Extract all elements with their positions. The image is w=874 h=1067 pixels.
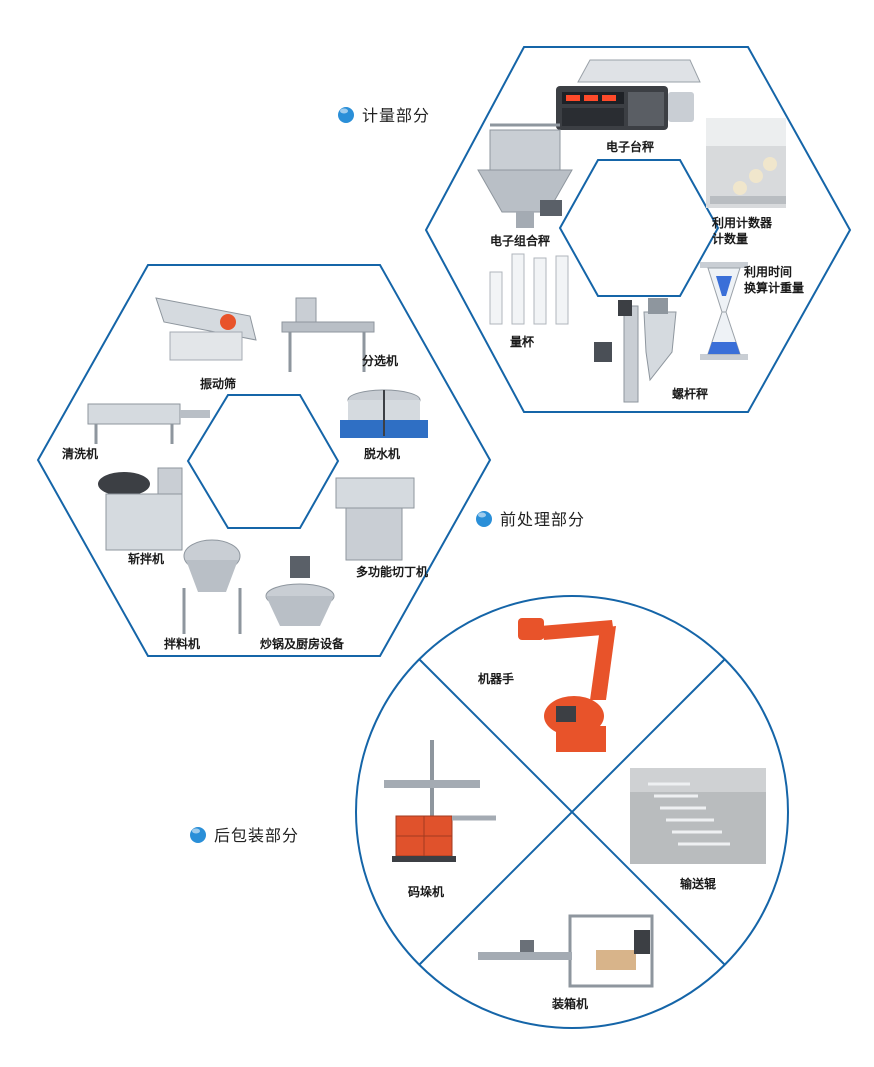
- vibrating-sieve-label: 振动筛: [200, 376, 236, 391]
- preprocessing-outer-hexagon: [36, 264, 492, 657]
- dicer-image: [335, 477, 415, 561]
- washer-image: [87, 403, 210, 444]
- chopper-label: 斩拌机: [128, 551, 164, 566]
- robot-arm-label: 机器手: [478, 671, 514, 686]
- measuring-inner-hexagon: [558, 159, 720, 297]
- dewatering-image: [340, 389, 428, 438]
- cylinder-label: 量杯: [510, 334, 535, 349]
- dicer-label: 多功能切丁机: [356, 564, 428, 579]
- time-label-line2: 换算计重量: [744, 280, 804, 295]
- palletizer-image: [384, 740, 496, 862]
- counting-label-line2: 计数量: [712, 231, 748, 246]
- hourglass-image: [700, 262, 748, 360]
- robot-arm-image: [518, 618, 616, 752]
- measuring-section-title: 计量部分: [362, 106, 430, 125]
- mixer-label: 拌料机: [164, 636, 200, 651]
- mixer-image: [182, 539, 242, 634]
- platform-scale-label: 电子台秤: [606, 139, 654, 154]
- time-label-line1: 利用时间: [744, 264, 792, 279]
- chopper-image: [98, 467, 183, 551]
- counting-label-line1: 利用计数器: [712, 215, 773, 230]
- screw-scale-image: [594, 298, 677, 403]
- preprocessing-inner-hexagon: [186, 394, 340, 529]
- counting-conveyor-image: [706, 118, 786, 208]
- vibrating-sieve-image: [155, 297, 257, 361]
- wok-image: [265, 556, 335, 626]
- packaging-divider-2: [418, 658, 726, 966]
- roller-label: 输送辊: [680, 876, 716, 891]
- packaging-section-title: 后包装部分: [214, 826, 299, 845]
- dewatering-label: 脱水机: [364, 446, 400, 461]
- case-packer-label: 装箱机: [551, 996, 588, 1011]
- multihead-weigher-image: [477, 123, 573, 228]
- roller-conveyor-image: [630, 768, 766, 864]
- platform-scale-image: [556, 59, 701, 130]
- sorter-image: [281, 297, 375, 372]
- washer-label: 清洗机: [62, 446, 98, 461]
- palletizer-label: 码垛机: [408, 884, 444, 899]
- screw-scale-label: 螺杆秤: [672, 386, 708, 401]
- measuring-outer-hexagon: [424, 46, 852, 413]
- packaging-circle: [355, 595, 789, 1029]
- preprocessing-section-title: 前处理部分: [500, 510, 585, 529]
- wok-label: 炒锅及厨房设备: [260, 636, 345, 651]
- case-packer-image: [478, 914, 654, 988]
- multihead-label: 电子组合秤: [490, 233, 550, 248]
- measuring-cylinder-image: [489, 253, 569, 325]
- sorter-label: 分选机: [362, 353, 398, 368]
